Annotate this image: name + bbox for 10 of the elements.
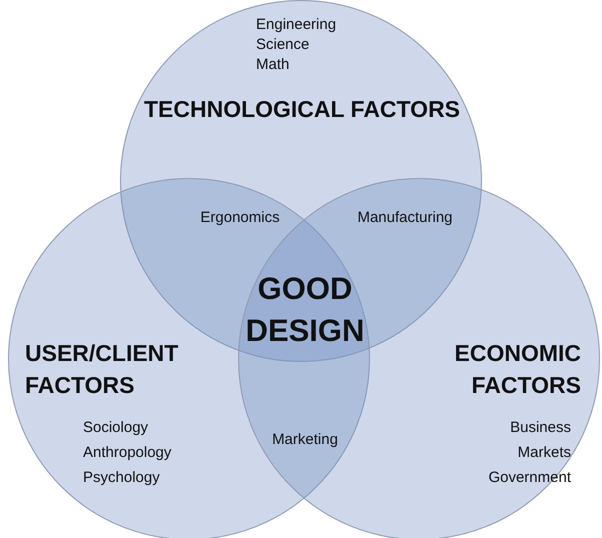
center-label: GOOD DESIGN	[244, 270, 366, 350]
circle-heading: ECONOMIC FACTORS	[454, 339, 581, 400]
topic-list: Business Markets Government	[471, 415, 571, 490]
topic-list: Sociology Anthropology Psychology	[83, 415, 233, 490]
circle-heading: USER/CLIENT FACTORS	[25, 339, 180, 400]
topic-list: Engineering Science Math	[256, 15, 341, 75]
overlap-label: Ergonomics	[199, 208, 281, 228]
overlap-label: Marketing	[271, 430, 339, 450]
circle-heading: TECHNOLOGICAL FACTORS	[142, 95, 462, 123]
overlap-label: Manufacturing	[356, 208, 454, 228]
